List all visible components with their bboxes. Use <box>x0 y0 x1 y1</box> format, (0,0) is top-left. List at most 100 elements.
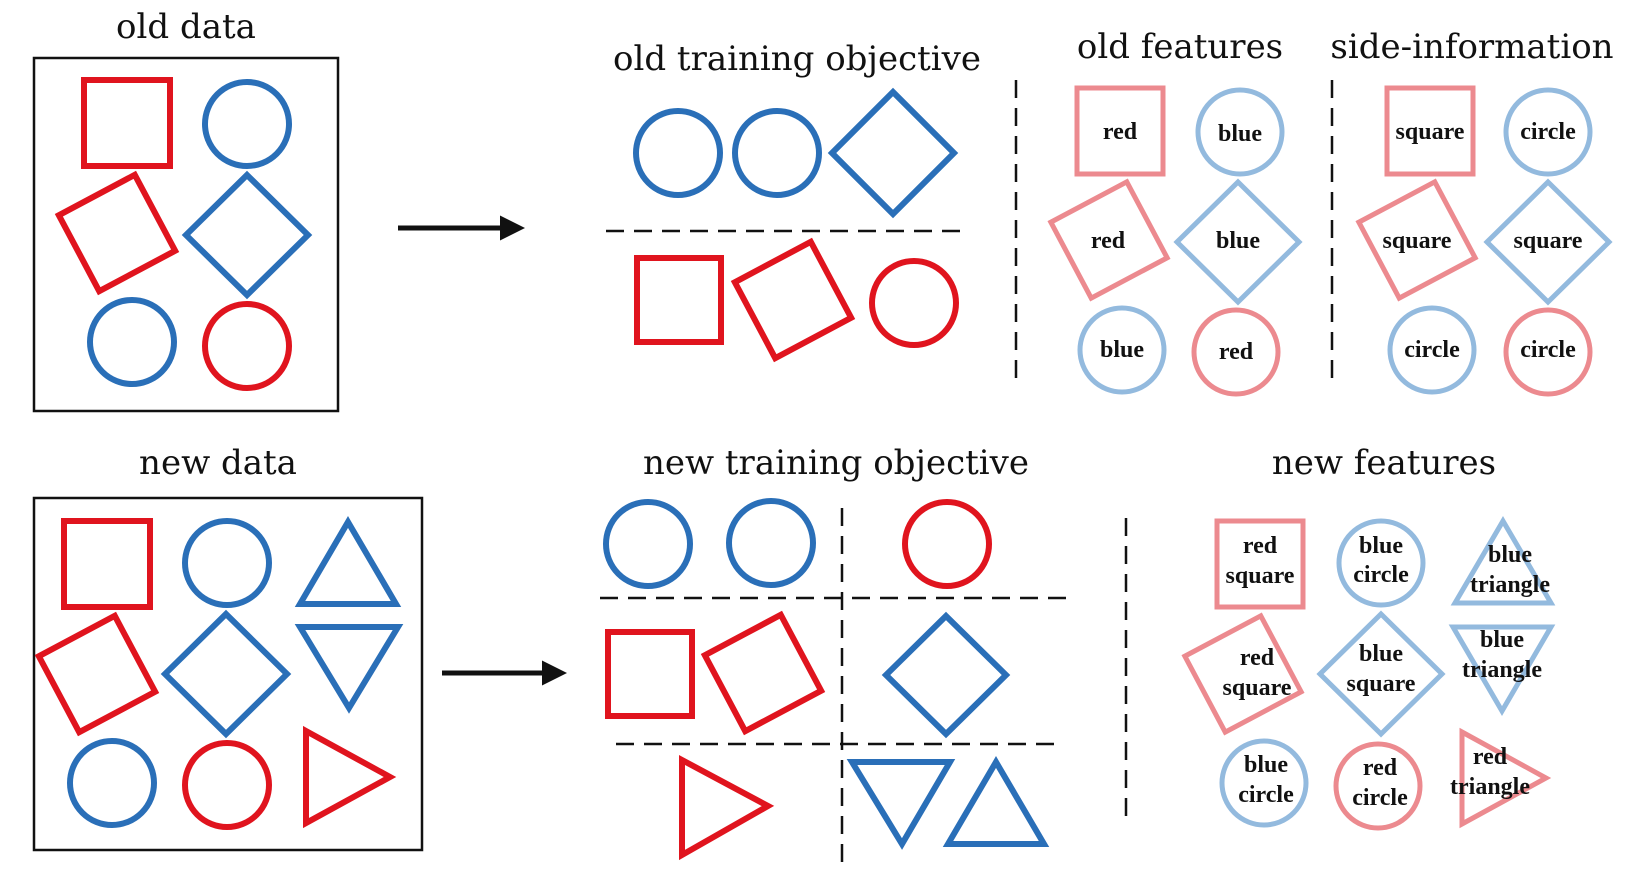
blue-triangle <box>294 516 402 607</box>
red-square-rotated <box>54 170 180 296</box>
feature-label: red <box>1240 645 1275 671</box>
pale-red-square-rotated <box>1181 612 1305 736</box>
side-info-label: square <box>1514 228 1583 254</box>
new-data-box <box>32 496 424 852</box>
side-info-label: square <box>1383 228 1452 254</box>
feature-label: square <box>1226 563 1295 589</box>
feature-label: red <box>1473 744 1508 770</box>
old-data-title: old data <box>116 7 256 47</box>
pale-blue-circle <box>1336 518 1426 608</box>
blue-triangle-down <box>846 759 956 850</box>
feature-label: blue <box>1488 542 1532 568</box>
red-square-rotated <box>730 237 856 363</box>
feature-label: circle <box>1238 782 1294 808</box>
feature-label: red <box>1363 755 1398 781</box>
pale-blue-circle <box>1077 305 1167 395</box>
new-features-shapes <box>1181 516 1556 831</box>
feature-label: red <box>1219 339 1254 365</box>
new-objective-dividers <box>600 508 1066 862</box>
feature-label: red <box>1091 228 1126 254</box>
blue-triangle <box>942 756 1050 847</box>
red-square-rotated <box>700 610 826 736</box>
pale-blue-triangle <box>1450 516 1556 606</box>
red-circle <box>902 499 992 589</box>
feature-label: red <box>1103 119 1138 145</box>
side-information-title: side-information <box>1330 27 1613 67</box>
side-information-shapes <box>1355 85 1613 397</box>
new-features-title: new features <box>1272 443 1496 483</box>
pale-red-circle <box>1503 307 1593 397</box>
feature-label: blue <box>1218 121 1262 147</box>
pale-blue-circle <box>1195 87 1285 177</box>
red-square <box>605 629 695 719</box>
blue-circle <box>726 498 816 588</box>
blue-circle <box>603 499 693 589</box>
red-triangle-right <box>679 754 775 861</box>
red-circle <box>869 258 959 348</box>
red-triangle-right <box>303 725 397 829</box>
old-training-objective-title: old training objective <box>613 39 981 79</box>
side-info-label: square <box>1396 119 1465 145</box>
blue-circle <box>732 108 822 198</box>
feature-label: blue <box>1244 752 1288 778</box>
side-information-labels: square circle square square circle circl… <box>1383 119 1583 363</box>
old-data-shapes <box>54 77 313 391</box>
new-data-shapes <box>34 516 404 830</box>
pale-blue-diamond <box>1173 178 1303 306</box>
blue-circle <box>202 79 292 169</box>
old-features-shapes <box>1047 85 1303 397</box>
pale-red-circle <box>1333 741 1423 831</box>
new-features-labels: red square blue circle blue triangle red… <box>1223 533 1551 811</box>
pale-blue-triangle-down <box>1448 624 1556 716</box>
blue-diamond <box>881 611 1011 739</box>
pale-blue-diamond <box>1316 610 1446 738</box>
blue-circle <box>182 518 272 608</box>
pale-blue-diamond <box>1483 178 1613 306</box>
new-data-title: new data <box>139 443 297 483</box>
red-circle <box>182 740 272 830</box>
old-objective-shapes <box>633 87 959 363</box>
pale-red-square <box>1074 85 1166 177</box>
blue-diamond <box>160 609 292 739</box>
old-features-labels: red blue red blue blue red <box>1091 119 1262 365</box>
feature-label: blue <box>1216 228 1260 254</box>
pale-red-circle <box>1191 307 1281 397</box>
pale-red-square <box>1384 85 1476 177</box>
feature-label: circle <box>1352 785 1408 811</box>
pale-red-triangle-right <box>1459 727 1552 829</box>
new-training-objective-title: new training objective <box>643 443 1029 483</box>
feature-label: blue <box>1359 533 1403 559</box>
feature-label: square <box>1347 671 1416 697</box>
feature-label: triangle <box>1450 774 1530 800</box>
red-square <box>61 518 153 610</box>
feature-label: blue <box>1359 641 1403 667</box>
old-features-title: old features <box>1077 27 1283 67</box>
side-info-label: circle <box>1404 337 1460 363</box>
red-square <box>634 255 724 345</box>
pale-blue-circle <box>1503 87 1593 177</box>
pale-red-square-rotated <box>1355 178 1479 302</box>
blue-circle <box>67 738 157 828</box>
blue-triangle-down <box>294 624 404 714</box>
pale-red-square <box>1214 518 1306 610</box>
blue-diamond <box>181 170 313 300</box>
red-square-rotated <box>34 611 160 737</box>
pale-red-square-rotated <box>1047 178 1171 302</box>
red-square <box>81 77 173 169</box>
feature-label: blue <box>1100 337 1144 363</box>
feature-label: square <box>1223 675 1292 701</box>
feature-label: triangle <box>1470 572 1550 598</box>
blue-circle <box>87 297 177 387</box>
blue-circle <box>633 108 723 198</box>
pale-blue-circle <box>1219 738 1309 828</box>
new-objective-shapes <box>603 498 1050 861</box>
feature-label: blue <box>1480 627 1524 653</box>
red-circle <box>202 301 292 391</box>
feature-label: circle <box>1353 562 1409 588</box>
side-info-label: circle <box>1520 119 1576 145</box>
pale-blue-circle <box>1387 305 1477 395</box>
side-info-label: circle <box>1520 337 1576 363</box>
old-data-box <box>32 56 340 413</box>
blue-diamond <box>827 87 959 219</box>
